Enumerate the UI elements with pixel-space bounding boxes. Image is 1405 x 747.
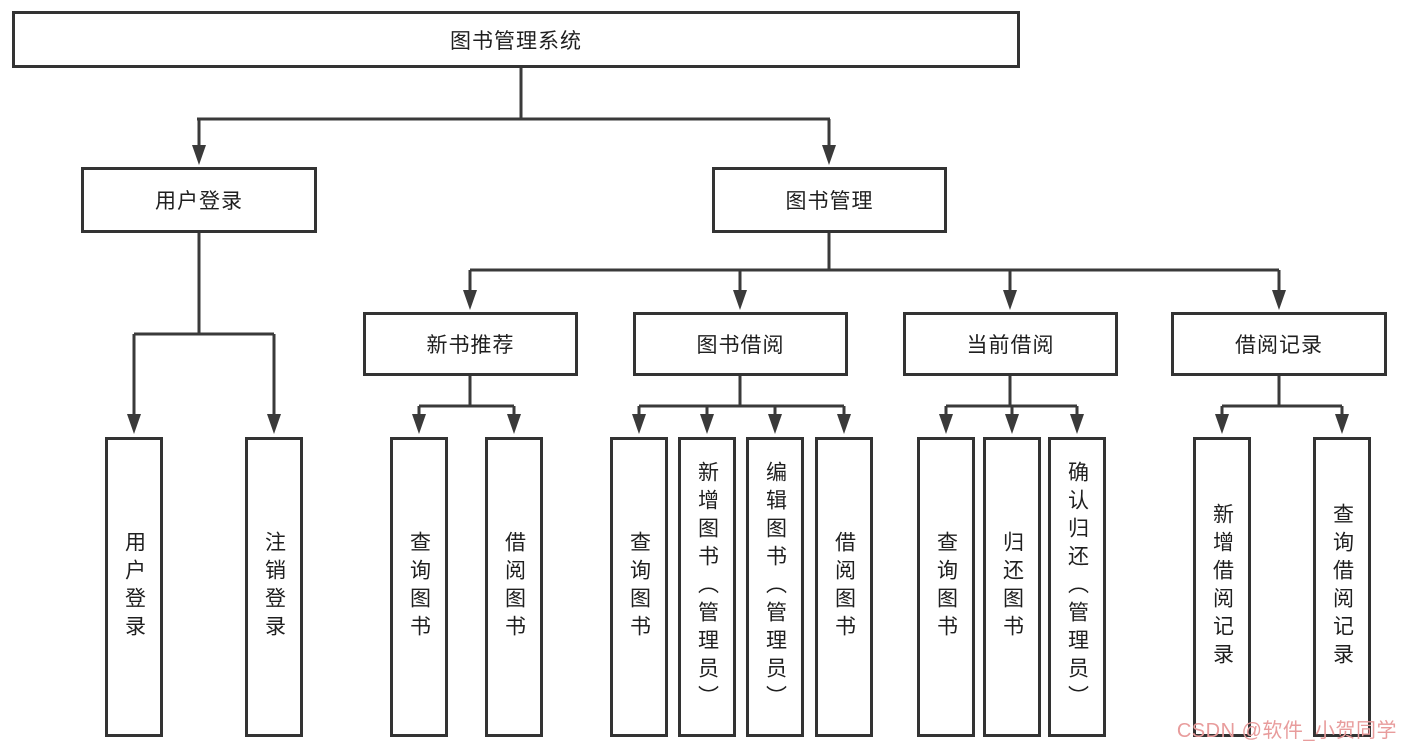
node-root-system: 图书管理系统 xyxy=(12,11,1020,68)
leaf-label: 归还图书 xyxy=(1000,531,1024,643)
leaf-current-query-books: 查询图书 xyxy=(917,437,975,737)
leaf-label: 借阅图书 xyxy=(502,531,526,643)
connector-book-mgmt-branch xyxy=(463,233,1286,310)
leaf-newbook-borrow-books: 借阅图书 xyxy=(485,437,543,737)
node-borrow-record: 借阅记录 xyxy=(1171,312,1387,376)
node-label: 借阅记录 xyxy=(1235,334,1323,357)
leaf-label: 新增借阅记录 xyxy=(1210,503,1234,671)
node-label: 当前借阅 xyxy=(966,334,1055,357)
leaf-query-borrow-record: 查询借阅记录 xyxy=(1313,437,1371,737)
leaf-label: 用户登录 xyxy=(122,531,146,643)
node-book-borrow: 图书借阅 xyxy=(633,312,848,376)
connector-user-login-branch xyxy=(127,233,281,434)
node-label: 图书管理系统 xyxy=(450,29,582,53)
leaf-label: 确认归还（管理员） xyxy=(1065,461,1089,713)
leaf-label: 借阅图书 xyxy=(832,531,856,643)
leaf-edit-books-admin: 编辑图书（管理员） xyxy=(746,437,804,737)
leaf-label: 新增图书（管理员） xyxy=(695,461,719,713)
connector-new-book-branch xyxy=(412,376,521,434)
leaf-borrow-books: 借阅图书 xyxy=(815,437,873,737)
leaf-add-books-admin: 新增图书（管理员） xyxy=(678,437,736,737)
leaf-label: 查询图书 xyxy=(407,531,431,643)
leaf-user-login: 用户登录 xyxy=(105,437,163,737)
node-label: 图书借阅 xyxy=(696,334,785,357)
leaf-add-borrow-record: 新增借阅记录 xyxy=(1193,437,1251,737)
leaf-label: 查询图书 xyxy=(934,531,958,643)
leaf-borrow-query-books: 查询图书 xyxy=(610,437,668,737)
leaf-confirm-return-admin: 确认归还（管理员） xyxy=(1048,437,1106,737)
node-user-login: 用户登录 xyxy=(81,167,317,233)
leaf-label: 查询借阅记录 xyxy=(1330,503,1354,671)
node-book-management: 图书管理 xyxy=(712,167,947,233)
node-label: 图书管理 xyxy=(785,190,874,213)
leaf-label: 编辑图书（管理员） xyxy=(763,461,787,713)
connector-root xyxy=(192,68,836,165)
connector-book-borrow-branch xyxy=(632,376,851,434)
watermark: CSDN @软件_小贺同学 xyxy=(1176,720,1397,742)
node-new-book-recommend: 新书推荐 xyxy=(363,312,578,376)
node-label: 新书推荐 xyxy=(426,334,515,357)
leaf-newbook-query-books: 查询图书 xyxy=(390,437,448,737)
node-current-borrow: 当前借阅 xyxy=(903,312,1118,376)
connector-borrow-record-branch xyxy=(1215,376,1349,434)
leaf-label: 查询图书 xyxy=(627,531,651,643)
connector-current-borrow-branch xyxy=(939,376,1084,434)
node-label: 用户登录 xyxy=(155,190,243,213)
leaf-return-books: 归还图书 xyxy=(983,437,1041,737)
leaf-label: 注销登录 xyxy=(262,531,286,643)
leaf-logout: 注销登录 xyxy=(245,437,303,737)
